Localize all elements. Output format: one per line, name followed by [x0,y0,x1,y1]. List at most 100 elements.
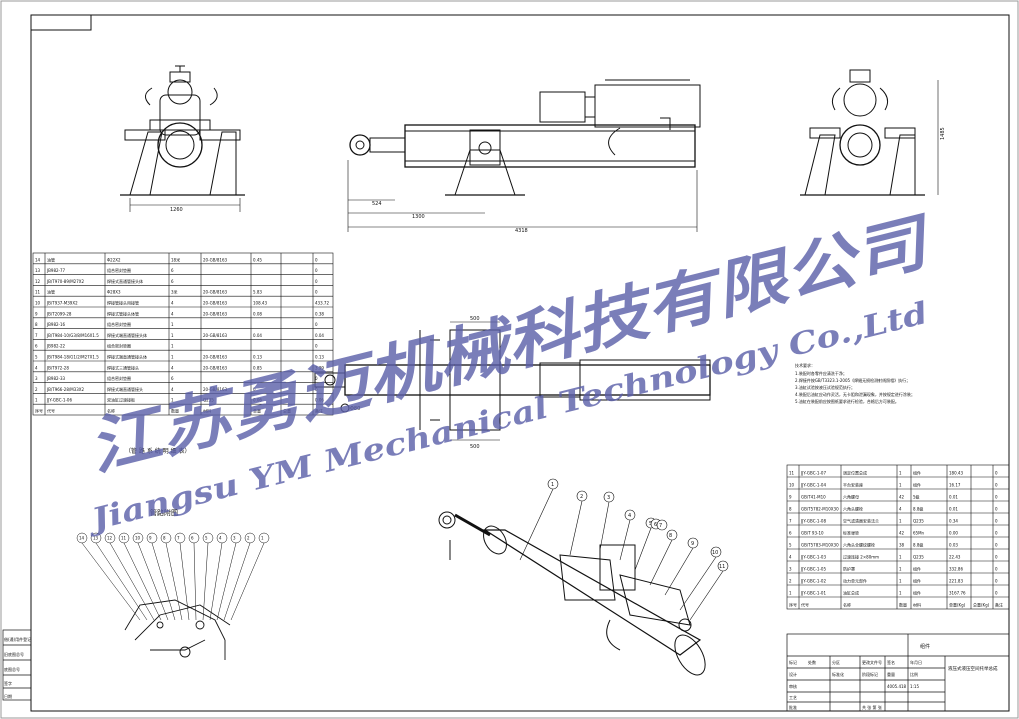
left-strip-label: 借(通)用件登记 [4,636,31,642]
table-cell: 4 [899,507,902,512]
left-strip-label: 底图总号 [4,666,20,672]
table-cell: 0.13 [253,355,262,360]
table-cell: 0.85 [253,365,262,370]
table-cell: 20-GB/8163 [203,387,228,392]
table-cell: 180.43 [949,471,963,476]
table-header-cell: 名称 [843,602,851,608]
tb-label: 比例 [910,671,918,677]
table-cell: 38 [899,543,905,548]
svg-text:5: 5 [205,536,208,541]
table-cell: 10 [789,483,795,488]
svg-text:3: 3 [607,495,610,501]
table-cell: 六角头全螺纹螺栓 [843,542,875,548]
table-header-cell: 名称 [107,408,115,414]
table-cell: 12 [35,279,41,284]
svg-text:4: 4 [219,536,222,541]
table-cell: 3 [35,376,38,381]
table-cell: 0 [995,579,998,584]
svg-text:6: 6 [654,522,657,528]
table-cell: 6 [35,344,38,349]
table-cell: 焊接式端直通管接头体 [107,354,147,360]
table-cell: 0 [995,567,998,572]
table-cell: 20-GB/8163 [203,311,228,316]
tb-label: 分区 [832,659,840,665]
table-cell: 0.34 [949,519,958,524]
table-cell: JJY-GBC-1-04 [800,483,826,488]
tb-label: 标准化 [832,671,844,677]
table-cell: 9 [35,311,38,316]
table-cell: 10 [35,301,41,306]
table-cell: 组合密封垫圈 [107,343,131,349]
table-cell: 六角头螺栓 [843,506,863,512]
balloon: 8 [160,532,183,621]
tb-label: 更改文件号 [862,659,882,665]
main-elevation [347,79,701,232]
table-cell: GB/T 93-10 [801,531,824,536]
tb-label: 处数 [808,659,816,665]
table-cell: JJY-GBC-1-05 [800,567,826,572]
tech-line: 4.装配后油缸应动作灵活，无卡阻和泄漏现象，并按规定进行涂装； [795,391,915,397]
tb-label: 批准 [789,704,797,710]
table-cell: 4 [171,365,174,370]
table-cell: 4 [171,387,174,392]
svg-text:8: 8 [669,533,672,539]
table-cell: 20-GB/8163 [203,333,228,338]
table-cell: JB982-22 [46,344,66,349]
table-cell: 0 [253,387,256,392]
table-cell: 4 [35,365,38,370]
table-cell: 0 [995,531,998,536]
table-cell: 焊接管接头用接管 [107,300,139,306]
table-cell: 1 [171,344,174,349]
table-cell: JB/T972-28 [46,365,69,370]
svg-text:10: 10 [135,536,141,541]
table-cell: 0.06 [253,398,262,403]
table-cell: 焊接式直通管接头体 [107,278,143,284]
table-cell: 11 [789,471,795,476]
table-cell: 6 [171,376,174,381]
table-cell: JJY-GBC-1-07 [800,471,826,476]
balloon: 5 [202,532,214,621]
balloon: 2 [223,532,256,621]
table-cell: 3167.76 [949,591,966,596]
tb-label: 共 张 第 张 [862,704,882,710]
table-cell: 433.72 [315,301,329,306]
table-cell: 0 [995,591,998,596]
table-cell: 焊接式三通管接头 [107,364,139,370]
table-cell: 0 [315,257,318,262]
table-cell: 20-GB/8163 [203,355,228,360]
table-cell: 18米 [171,256,180,262]
table-cell: 2 [789,579,792,584]
table-cell: 6 [171,279,174,284]
table-cell: 1 [171,355,174,360]
table-cell: JB/T966-28/M33X2 [46,387,85,392]
balloon: 13 [90,532,148,621]
table-cell: 332.86 [949,567,963,572]
table-cell: JB/T937-M39X2 [46,301,78,306]
svg-text:4: 4 [628,513,631,519]
svg-text:2: 2 [247,536,250,541]
table-cell: 0.03 [949,543,958,548]
table-cell: JJY-GBC-1-01 [800,591,826,596]
table-cell: 0 [315,322,318,327]
table-cell: JB982-77 [46,268,66,273]
table-cell: 焊接式管接头体管 [107,310,139,316]
table-cell: 1 [35,398,38,403]
isometric-assembly [438,511,706,676]
table-cell: JB982-16 [46,322,66,327]
dim-plan-bottom: 500 [470,444,480,450]
table-cell: 0 [995,555,998,560]
svg-text:7: 7 [659,523,662,529]
table-cell: 组合密封垫圈 [107,375,131,381]
table-cell: Φ28X3 [107,290,121,295]
table-cell: 3 [789,567,792,572]
table-cell: 8.8级 [913,542,923,548]
balloon: 6 [188,532,200,621]
table-cell: 42 [899,531,905,536]
table-cell: GB/T41-M10 [801,495,826,500]
table-cell: 3米 [171,289,178,295]
front-view [120,65,245,212]
pipe-diagram-title: 管路附图 [150,508,178,517]
dim-span: 1300 [412,214,425,220]
